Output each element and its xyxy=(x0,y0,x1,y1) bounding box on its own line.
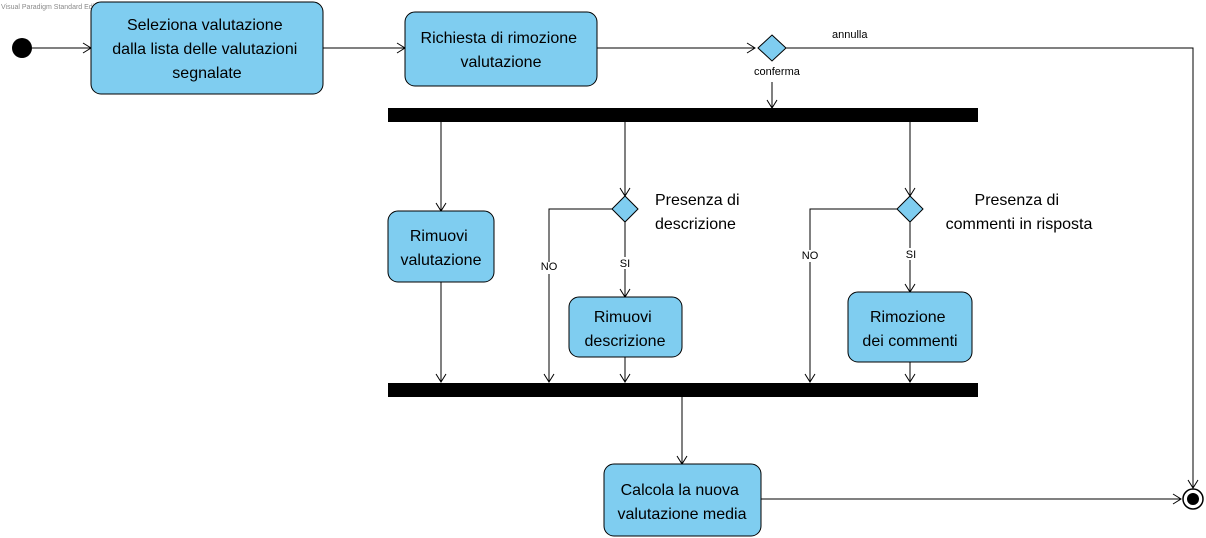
join-bar xyxy=(388,383,978,397)
svg-text:Rimozione dei commenti: Rimozione dei commenti xyxy=(862,309,957,350)
edge-cancel-to-final xyxy=(786,47,1194,488)
decision-description xyxy=(611,195,639,223)
guard-annulla: annulla xyxy=(832,29,868,41)
edge-description-no-a xyxy=(548,208,612,262)
action-select-rating: Seleziona valutazione dalla lista delle … xyxy=(90,1,324,95)
svg-text:Rimuovi descrizione: Rimuovi descrizione xyxy=(585,309,666,350)
arrowhead xyxy=(543,373,555,383)
arrowhead xyxy=(1172,493,1182,505)
arrowhead xyxy=(746,42,756,54)
guard-comments-yes: SI xyxy=(906,249,916,261)
guard-conferma: conferma xyxy=(754,66,801,78)
action-removal-request: Richiesta di rimozione valutazione xyxy=(404,11,598,87)
decision-comments xyxy=(896,195,924,223)
guard-description-no: NO xyxy=(541,261,558,273)
fork-bar xyxy=(388,108,978,122)
flow-edges xyxy=(32,47,1194,500)
final-node xyxy=(1182,488,1204,510)
guard-description-yes: SI xyxy=(620,258,630,270)
svg-text:Rimuovi valutazione: Rimuovi valutazione xyxy=(401,228,482,269)
action-remove-comments: Rimozione dei commenti xyxy=(847,291,973,363)
decision-confirm xyxy=(757,34,787,62)
arrowhead xyxy=(1187,479,1199,489)
svg-text:Richiesta di rimozione v: Richiesta di rimozione valutazione xyxy=(421,30,582,71)
action-remove-rating: Rimuovi valutazione xyxy=(387,210,495,283)
arrowhead xyxy=(619,373,631,383)
guard-comments-no: NO xyxy=(802,250,819,262)
action-remove-description: Rimuovi descrizione xyxy=(568,296,683,358)
initial-node xyxy=(12,38,32,58)
svg-text:Calcola la nuova valutaz: Calcola la nuova valutazione media xyxy=(618,482,747,523)
edge-comments-no-a xyxy=(809,208,897,250)
action-compute-average: Calcola la nuova valutazione media xyxy=(603,463,762,537)
arrowhead xyxy=(435,373,447,383)
decision-description-label: Presenza di descrizione xyxy=(655,192,744,233)
arrowhead xyxy=(904,373,916,383)
decision-comments-label: Presenza di commenti in risposta xyxy=(946,192,1093,233)
arrowhead xyxy=(804,373,816,383)
svg-text:Seleziona valutazione da: Seleziona valutazione dalla lista delle … xyxy=(112,17,301,82)
